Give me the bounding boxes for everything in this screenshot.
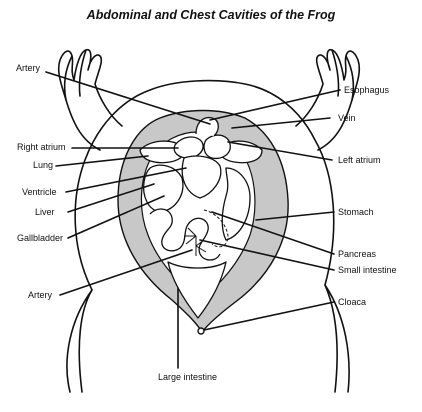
leader-stomach [255, 211, 335, 221]
leader-artery-bottom [59, 249, 193, 296]
leader-ventricle [65, 167, 187, 193]
leader-left-atrium [227, 141, 333, 161]
label-liver: Liver [35, 207, 55, 217]
leader-pancreas [211, 211, 335, 255]
right-arm-outline [295, 48, 361, 151]
right-leg-outline [324, 284, 338, 393]
small-intestine-shape [149, 208, 221, 261]
left-hand-digits [63, 49, 87, 101]
leader-lung [55, 155, 149, 167]
leader-vein [231, 117, 331, 129]
leader-gallbladder [67, 195, 165, 239]
label-left-atrium: Left atrium [338, 155, 381, 165]
right-atrium-shape [173, 136, 204, 159]
label-esophagus: Esophagus [344, 85, 390, 95]
truncus-vessels [195, 116, 219, 137]
pancreas-shape [203, 209, 229, 248]
diagram-title: Abdominal and Chest Cavities of the Frog [86, 8, 336, 22]
leader-esophagus [209, 89, 341, 121]
label-stomach: Stomach [338, 207, 374, 217]
leader-cloaca [203, 301, 335, 331]
leader-liver [67, 183, 155, 213]
label-pancreas: Pancreas [338, 249, 377, 259]
label-artery-bottom: Artery [28, 290, 53, 300]
label-gallbladder: Gallbladder [17, 233, 64, 243]
leader-small-intestine [199, 239, 335, 271]
ventricle-shape [181, 155, 222, 199]
leader-artery-top [45, 71, 211, 125]
label-right-atrium: Right atrium [17, 142, 66, 152]
label-artery-top: Artery [16, 63, 41, 73]
label-ventricle: Ventricle [22, 187, 57, 197]
label-lung: Lung [33, 160, 54, 170]
label-large-intestine: Large intestine [158, 372, 218, 382]
label-cloaca: Cloaca [338, 297, 367, 307]
label-small-intestine: Small intestine [338, 265, 397, 275]
label-vein: Vein [338, 113, 356, 123]
left-arm-outline [57, 48, 123, 151]
left-atrium-shape [203, 134, 231, 160]
left-leg-outline [78, 289, 93, 393]
right-hand-digits [331, 49, 355, 101]
cloaca-opening [197, 327, 205, 335]
mesenteric-artery-branches [184, 227, 207, 256]
